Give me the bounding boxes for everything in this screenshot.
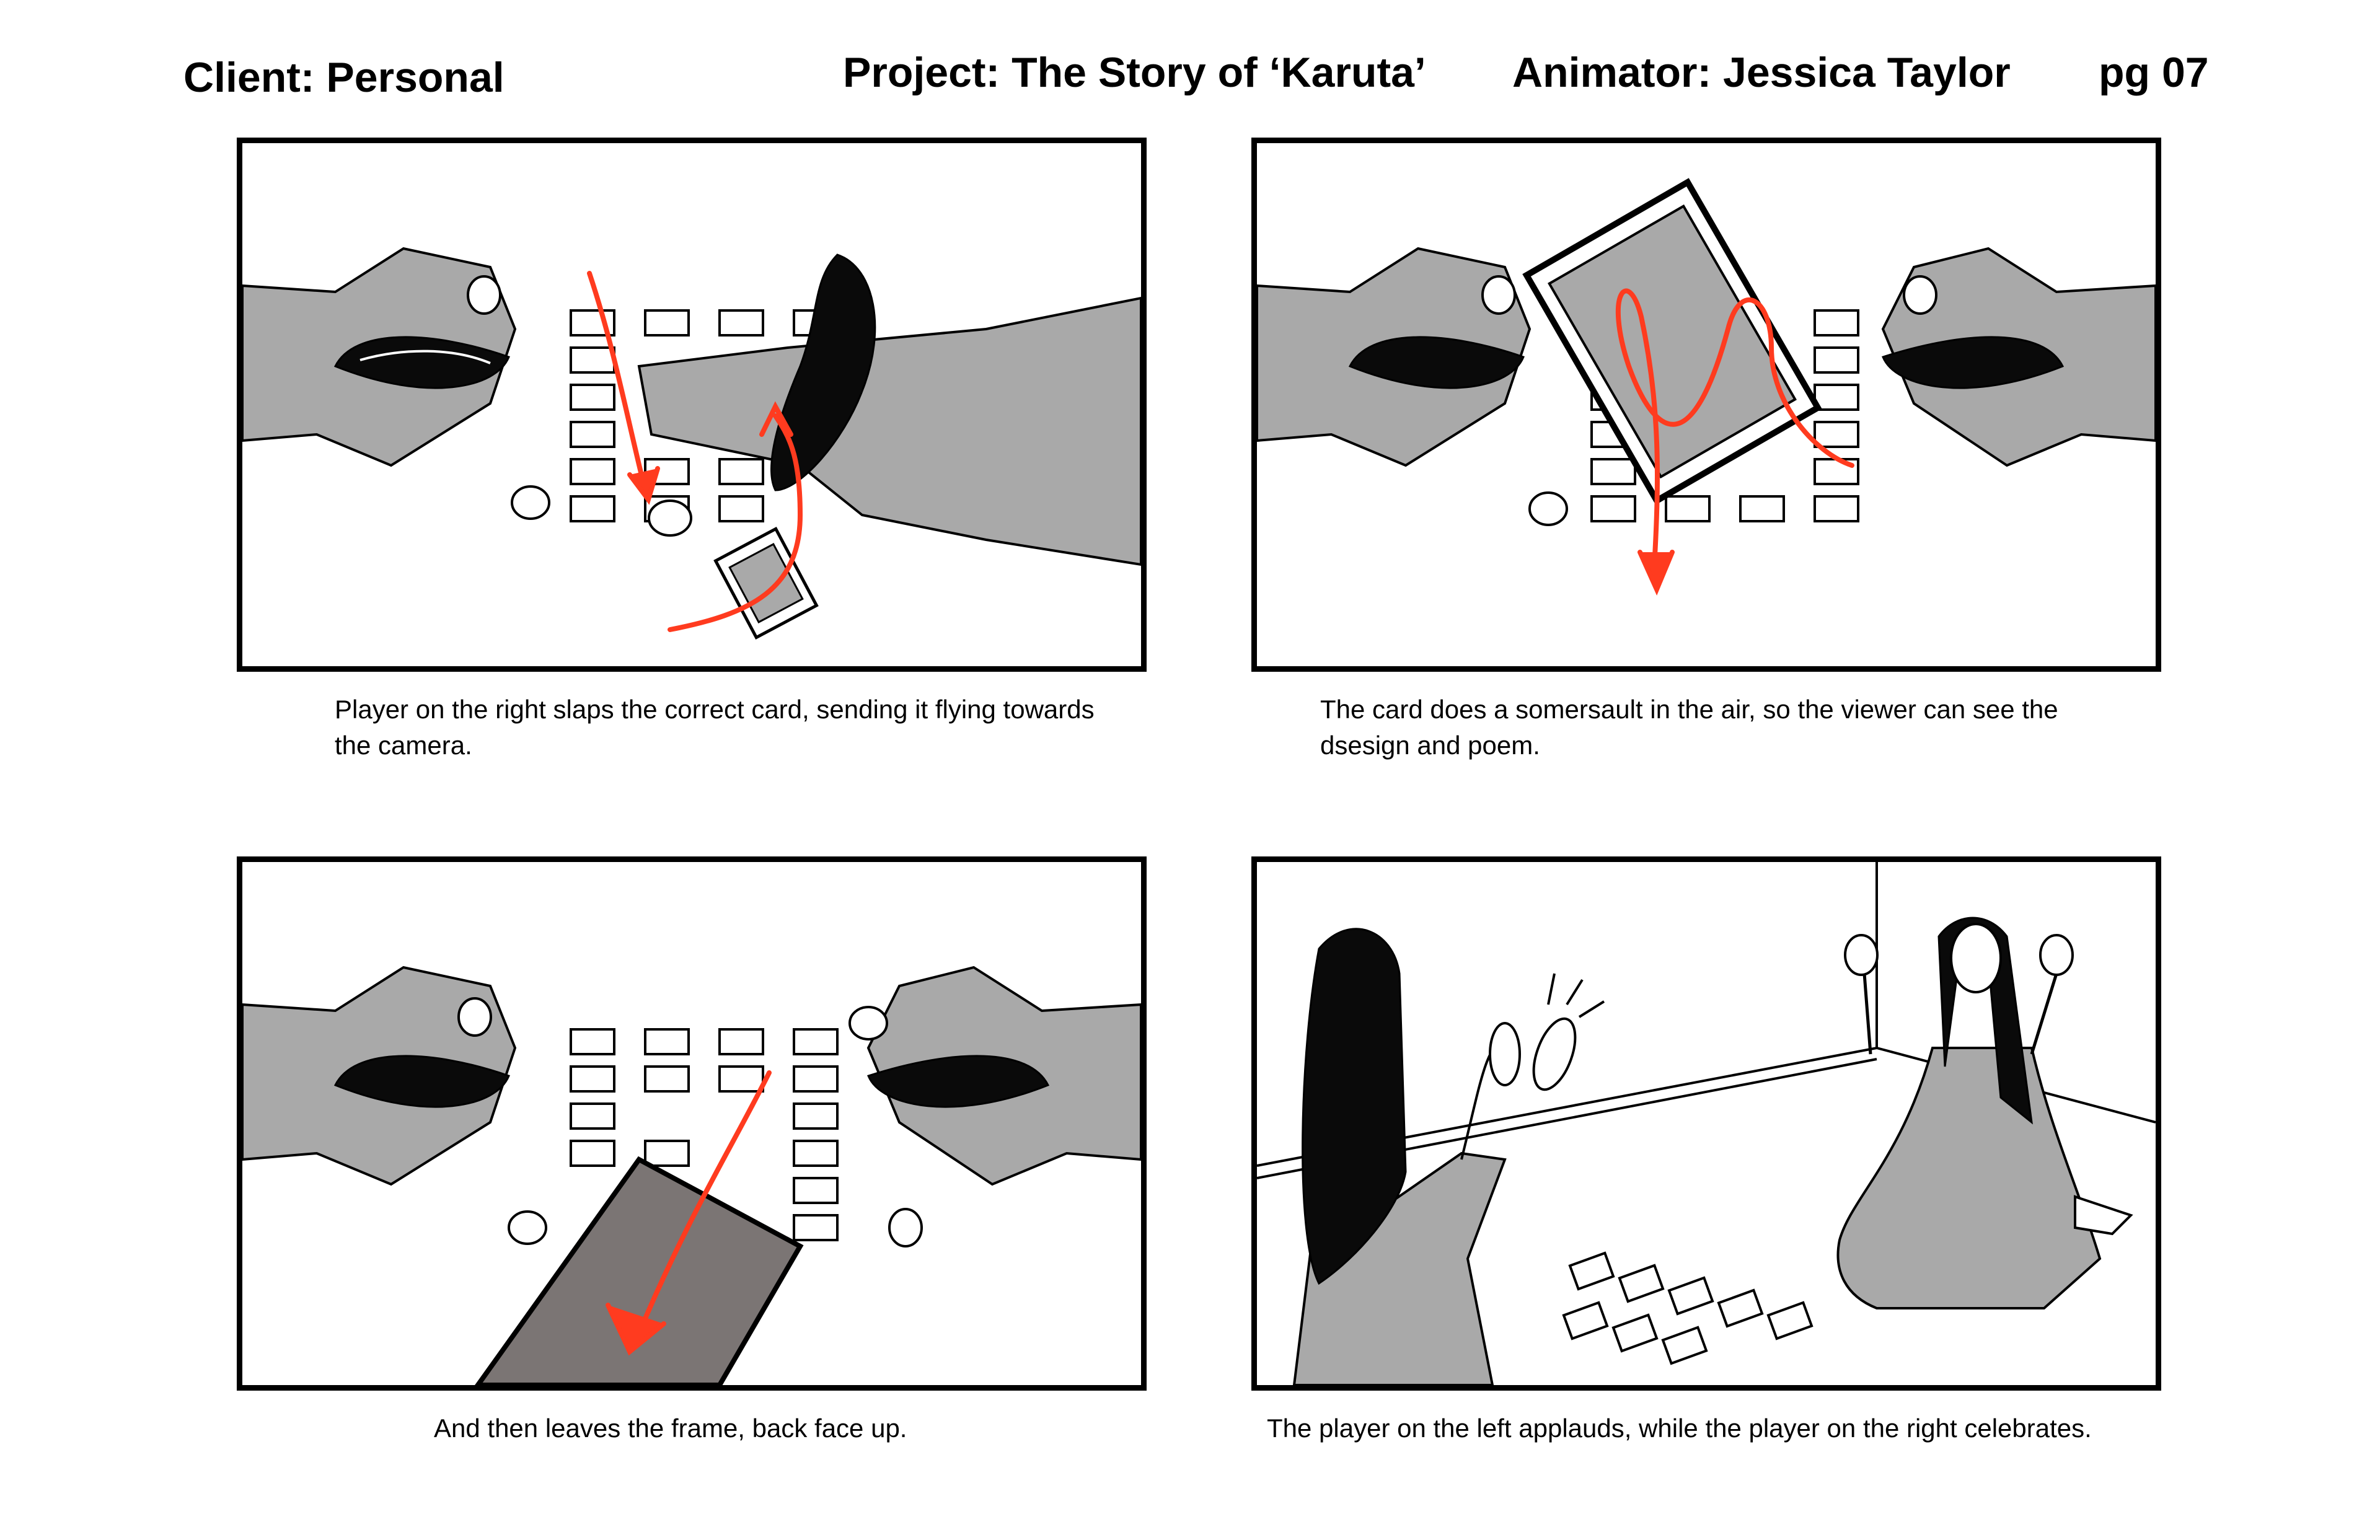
panel-1-caption: Player on the right slaps the correct ca… <box>335 695 1095 760</box>
left-player-figure <box>1257 247 1568 526</box>
motion-arrows <box>587 271 803 632</box>
right-player-celebrating <box>1836 917 2133 1309</box>
storyboard-panel-3 <box>237 856 1147 1391</box>
right-player-figure <box>1881 247 2156 467</box>
storyboard-panel-2 <box>1251 138 2161 672</box>
panel-2-caption: The card does a somersault in the air, s… <box>1320 695 2058 760</box>
storyboard-panel-4 <box>1251 856 2161 1391</box>
left-player-applauding <box>1292 928 1605 1385</box>
storyboard-panel-1 <box>237 138 1147 672</box>
left-player-figure <box>242 966 547 1245</box>
panel-4-sketch <box>1257 862 2156 1385</box>
right-player-figure <box>848 966 1141 1247</box>
flying-card <box>713 526 819 640</box>
right-player-figure <box>637 253 1141 566</box>
panel-4-caption: The player on the left applauds, while t… <box>1267 1414 2092 1443</box>
panel-1-sketch <box>242 247 1141 640</box>
card-grid <box>570 1028 839 1241</box>
motion-arrows <box>606 1070 772 1356</box>
panel-3-caption: And then leaves the frame, back face up. <box>434 1414 907 1443</box>
left-player-figure <box>242 247 550 520</box>
card-grid <box>570 309 839 522</box>
floor-cards <box>1562 1251 1814 1365</box>
motion-arrows <box>1615 288 1854 596</box>
page-number: pg 07 <box>2099 49 2209 96</box>
panel-2-sketch <box>1257 178 2156 596</box>
panel-3-sketch <box>242 966 1141 1385</box>
somersault-card <box>1522 178 1822 505</box>
client-label: Client: Personal <box>183 54 505 101</box>
falling-card-back <box>475 1156 804 1385</box>
project-title: Project: The Story of ‘Karuta’ <box>843 49 1426 96</box>
animator-label: Animator: Jessica Taylor <box>1512 49 2011 96</box>
